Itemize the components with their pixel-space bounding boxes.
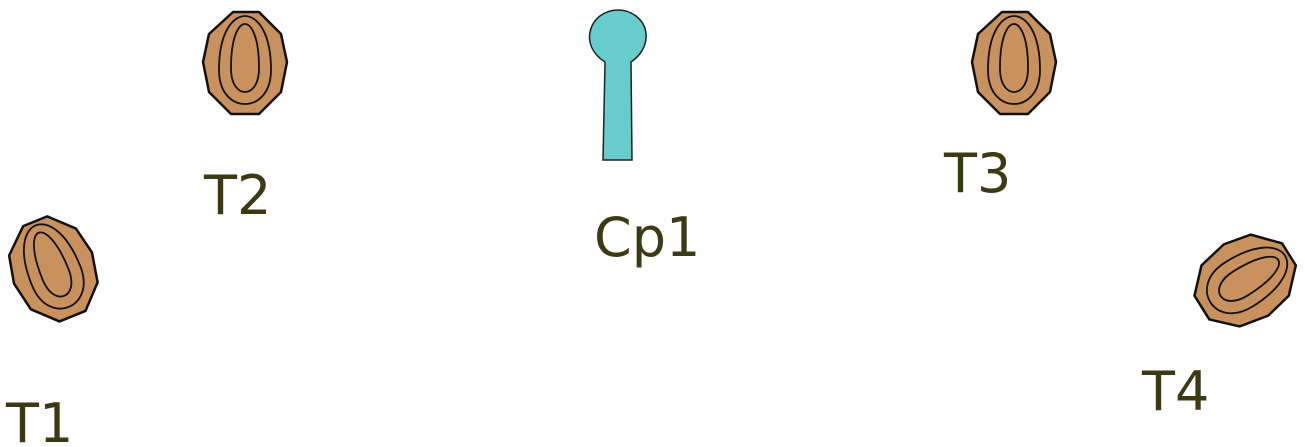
checkpoint-label-cp1: Cp1 — [594, 206, 700, 269]
shooting-target-icon — [970, 10, 1058, 116]
target-t4 — [1193, 233, 1298, 328]
checkpoint-cp1 — [588, 9, 647, 161]
target-label-t1: T1 — [5, 392, 73, 447]
target-t3 — [970, 10, 1058, 116]
target-label-t4: T4 — [1141, 360, 1209, 423]
shooting-target-icon — [1193, 233, 1298, 328]
shooting-target-icon — [201, 10, 289, 116]
target-t2 — [201, 10, 289, 116]
checkpoint-post-icon — [588, 9, 647, 161]
target-t1 — [7, 215, 99, 323]
target-label-t3: T3 — [943, 142, 1011, 205]
target-label-t2: T2 — [203, 164, 271, 227]
shooting-target-icon — [7, 215, 99, 323]
